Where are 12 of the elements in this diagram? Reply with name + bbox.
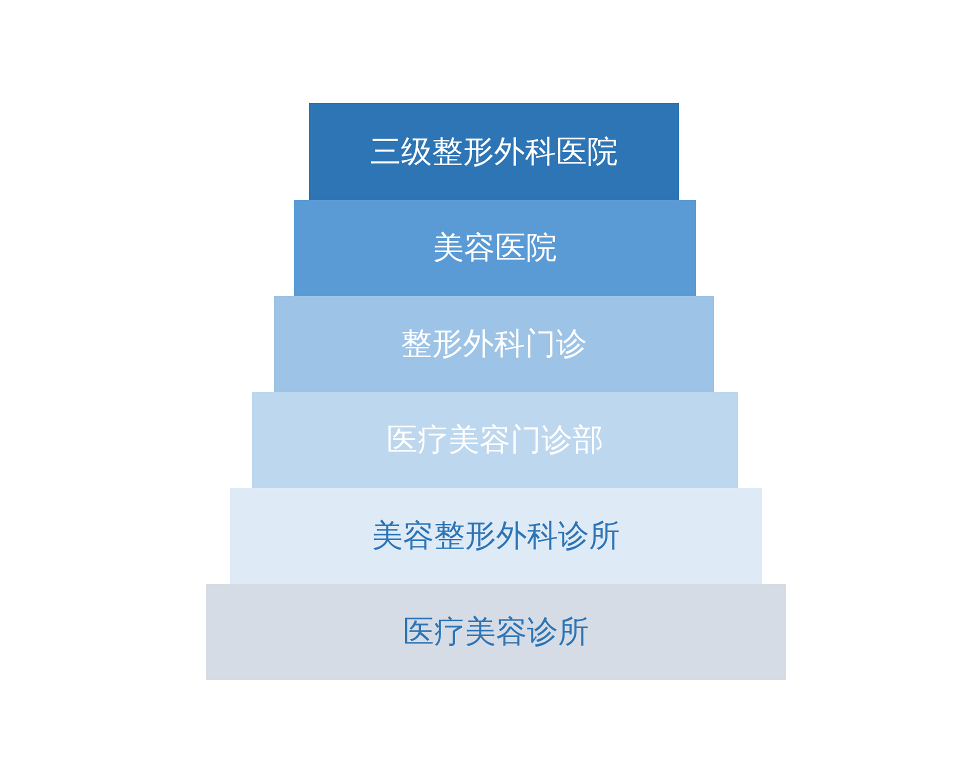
pyramid-tier <box>206 584 786 680</box>
pyramid-tier <box>252 392 738 488</box>
tier-label: 美容医院 <box>433 229 557 268</box>
tier-label: 医疗美容门诊部 <box>386 421 604 460</box>
tier-label: 三级整形外科医院 <box>370 132 618 172</box>
pyramid-tier <box>294 200 696 296</box>
pyramid-tier <box>309 103 679 200</box>
tier-label: 整形外科门诊 <box>401 325 587 364</box>
tier-label: 美容整形外科诊所 <box>372 517 620 556</box>
tier-label: 医疗美容诊所 <box>403 613 589 652</box>
pyramid-tier <box>230 488 762 584</box>
pyramid-tier <box>274 296 714 392</box>
